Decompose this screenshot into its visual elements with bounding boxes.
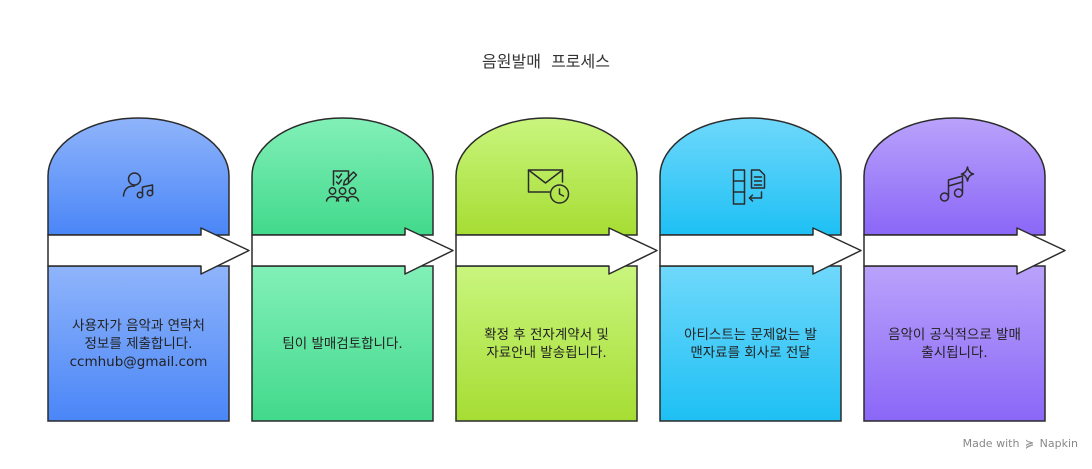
user-music-icon <box>122 172 154 199</box>
music-sparkle-icon <box>939 166 975 202</box>
step-3-arrow <box>455 227 658 275</box>
step-4-line-2: 맨자료를 회사로 전달 <box>690 345 811 361</box>
napkin-logo-icon: ≽ <box>1024 437 1035 450</box>
step-2-line-1: 팀이 발매검토합니다. <box>282 336 403 352</box>
step-3-line-2: 자료안내 발송됩니다. <box>486 345 607 361</box>
step-5-body <box>863 265 1046 422</box>
step-2-description: 팀이 발매검토합니다. <box>258 335 428 353</box>
diagram-title: 음원발매 프로세스 <box>482 52 610 71</box>
step-5-arch <box>863 117 1046 236</box>
step-1-arrow <box>47 227 250 275</box>
step-2-arrow <box>251 227 454 275</box>
step-1-body <box>47 265 230 422</box>
step-3-line-1: 확정 후 전자계약서 및 <box>484 327 609 343</box>
step-4-arch <box>659 117 842 236</box>
step-4-line-1: 아티스트는 문제없는 발 <box>684 327 817 343</box>
step-5-line-1: 음악이 공식적으로 발매 <box>888 327 1021 343</box>
step-1-line-3: ccmhub@gmail.com <box>69 354 208 370</box>
step-2-body <box>251 265 434 422</box>
step-2-arch <box>251 117 434 236</box>
step-3-body <box>455 265 638 422</box>
step-1-line-2: 정보를 제출합니다. <box>84 336 193 352</box>
footer-brand: Napkin <box>1039 437 1078 450</box>
mail-clock-icon <box>527 169 570 204</box>
team-review-icon <box>325 170 360 202</box>
step-1-line-1: 사용자가 음악과 연락처 <box>72 318 205 334</box>
document-transfer-icon <box>732 169 766 205</box>
step-4-arrow <box>659 227 862 275</box>
step-1-arch <box>47 117 230 236</box>
footer-prefix: Made with <box>962 437 1020 450</box>
step-5-line-2: 출시됩니다. <box>921 345 988 361</box>
footer: Made with ≽ Napkin <box>963 437 1078 450</box>
step-5-arrow <box>863 227 1066 275</box>
step-3-arch <box>455 117 638 236</box>
